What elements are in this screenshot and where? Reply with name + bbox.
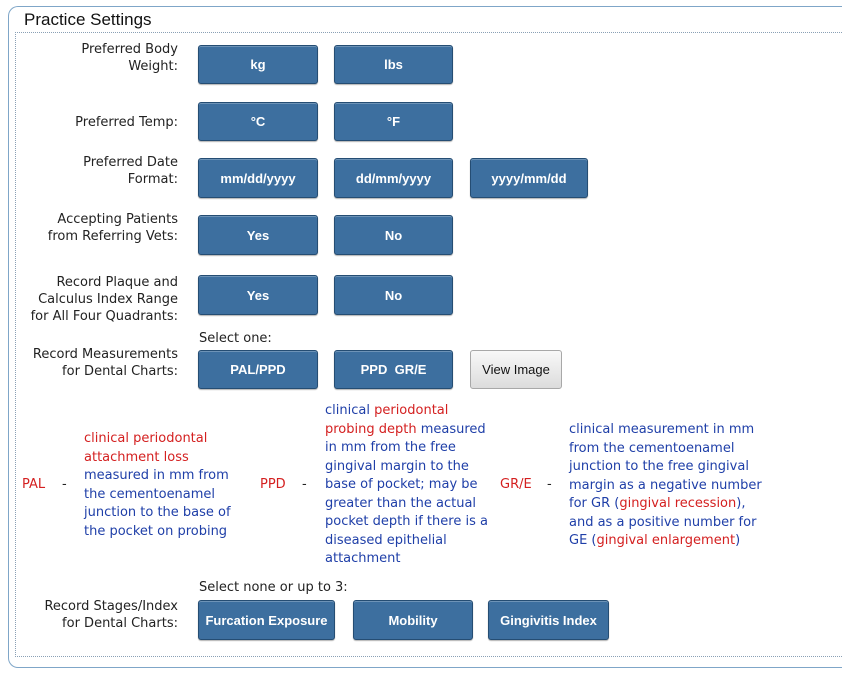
- ppd-dash: -: [302, 477, 307, 492]
- referring-label: Accepting Patients from Referring Vets:: [47, 212, 178, 244]
- view-image-button[interactable]: View Image: [470, 350, 562, 389]
- plaque-no-button[interactable]: No: [334, 275, 453, 315]
- pal-abbr: PAL: [22, 477, 46, 492]
- date-format-label: Preferred Date Format:: [83, 155, 178, 187]
- weight-kg-button[interactable]: kg: [198, 45, 318, 84]
- temp-fahrenheit-button[interactable]: °F: [334, 102, 453, 141]
- measurements-label: Record Measurements for Dental Charts:: [32, 347, 178, 379]
- pal-dash: -: [62, 477, 67, 492]
- measure-pal-ppd-button[interactable]: PAL/PPD: [198, 350, 318, 389]
- gre-dash: -: [547, 477, 552, 492]
- gingivitis-index-button[interactable]: Gingivitis Index: [488, 600, 609, 640]
- date-yyyymmdd-button[interactable]: yyyy/mm/dd: [470, 158, 588, 198]
- mobility-button[interactable]: Mobility: [353, 600, 473, 640]
- body-weight-label: Preferred Body Weight:: [81, 42, 178, 74]
- temp-celsius-button[interactable]: °C: [198, 102, 318, 141]
- ppd-definition: clinical periodontal probing depth measu…: [325, 403, 488, 566]
- referring-yes-button[interactable]: Yes: [198, 215, 318, 255]
- weight-lbs-button[interactable]: lbs: [334, 45, 453, 84]
- furcation-exposure-button[interactable]: Furcation Exposure: [198, 600, 335, 640]
- settings-inner-frame: [15, 32, 842, 657]
- date-ddmmyyyy-button[interactable]: dd/mm/yyyy: [334, 158, 453, 198]
- date-mmddyyyy-button[interactable]: mm/dd/yyyy: [198, 158, 318, 198]
- ppd-abbr: PPD: [260, 477, 286, 492]
- settings-panel: [8, 6, 842, 668]
- stages-label: Record Stages/Index for Dental Charts:: [44, 599, 178, 631]
- plaque-yes-button[interactable]: Yes: [198, 275, 318, 315]
- plaque-label: Record Plaque and Calculus Index Range f…: [30, 275, 178, 324]
- referring-no-button[interactable]: No: [334, 215, 453, 255]
- gre-abbr: GR/E: [500, 477, 532, 492]
- measurements-hint: Select one:: [199, 331, 272, 346]
- stages-hint: Select none or up to 3:: [199, 580, 348, 595]
- gre-definition: clinical measurement in mm from the ceme…: [569, 422, 762, 548]
- pal-definition: clinical periodontal attachment loss mea…: [84, 431, 231, 539]
- measure-ppd-gre-button[interactable]: PPD GR/E: [334, 350, 453, 389]
- panel-title: Practice Settings: [24, 10, 152, 29]
- temp-label: Preferred Temp:: [75, 115, 178, 130]
